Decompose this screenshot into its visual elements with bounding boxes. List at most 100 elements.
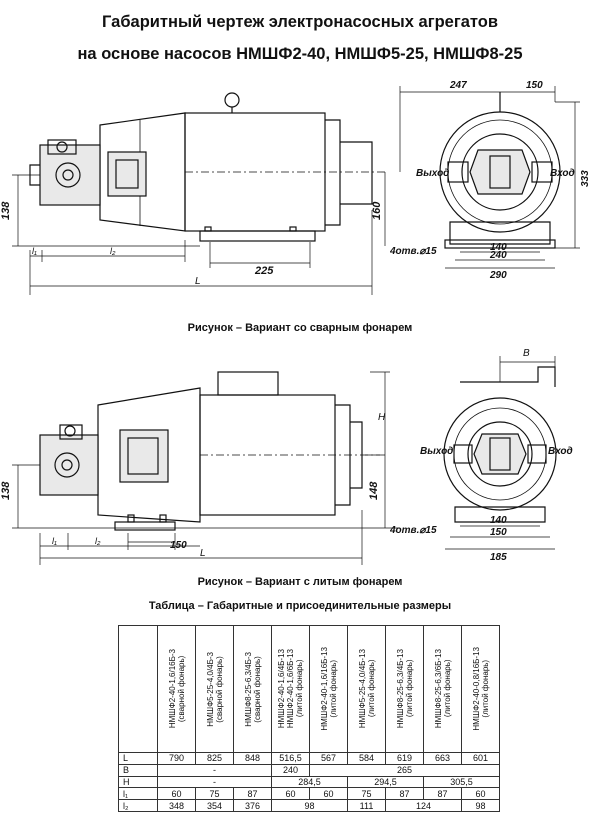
table-cell: 87: [423, 787, 462, 801]
table-cell: -: [157, 763, 272, 777]
table-cell: 284,5: [271, 775, 348, 789]
table-cell: 790: [157, 752, 196, 765]
table-cell: 60: [271, 787, 310, 801]
table-cell: 516,5: [271, 752, 310, 765]
fig2-inlet-label: Вход: [548, 446, 573, 457]
table-cell: 348: [157, 799, 196, 812]
table-col-header: НМШФ8-25-6,3/4Б-3 (сварной фонарь): [233, 625, 272, 753]
col-header-text: НМШФ2-40-1,6/16Б-3 (сварной фонарь): [167, 649, 186, 729]
table-col-header: НМШФ8-25-6,3/4Б-13 (литой фонарь): [385, 625, 424, 753]
table-cell: 619: [385, 752, 424, 765]
table-cell: 354: [195, 799, 234, 812]
table-cell: 87: [233, 787, 272, 801]
table-row-label: H: [118, 775, 158, 789]
col-header-text: НМШФ8-25-6,3/6Б-13 (литой фонарь): [433, 649, 452, 729]
table-cell: 305,5: [423, 775, 500, 789]
fig1-dim-l2: l₂: [110, 246, 116, 256]
table-cell: 75: [195, 787, 234, 801]
figure2-side-view: 138 148 H l₁ l₂ 150 L: [0, 371, 400, 565]
table-cell: 75: [347, 787, 386, 801]
document-title-line-2: на основе насосов НМШФ2-40, НМШФ5-25, НМ…: [77, 45, 523, 63]
fig2-dim-H: H: [378, 412, 386, 423]
table-col-header: НМШФ8-25-6,3/6Б-13 (литой фонарь): [423, 625, 462, 753]
fig2-outlet-label: Выход: [420, 446, 453, 457]
fig1-dim-290: 290: [489, 270, 507, 281]
fig1-dim-l1: l₁: [32, 246, 37, 256]
fig2-dim-150a: 150: [170, 540, 187, 551]
table-col-header: НМШФ5-25-4,0/4Б-13 (литой фонарь): [347, 625, 386, 753]
fig2-dim-L: L: [200, 548, 206, 559]
table-cell: 825: [195, 752, 234, 765]
fig2-dim-140: 140: [490, 515, 507, 526]
col-header-text: НМШФ5-25-4,0/4Б-13 (литой фонарь): [357, 649, 376, 729]
table-cell: 98: [461, 799, 500, 812]
fig1-dim-160: 160: [371, 201, 383, 220]
fig1-dim-225: 225: [254, 265, 274, 277]
figure2-front-view: B 140 150 185 Выход Вход 4отв.⌀15: [390, 348, 573, 563]
table-cell: 567: [309, 752, 348, 765]
fig1-inlet-label: Вход: [550, 168, 575, 179]
table-cell: 601: [461, 752, 500, 765]
col-header-text: НМШФ5-25-4,0/4Б-3 (сварной фонарь): [205, 651, 224, 727]
fig2-dim-B: B: [523, 348, 530, 359]
fig1-dim-L: L: [195, 276, 201, 287]
fig1-dim-150: 150: [526, 80, 543, 91]
col-header-text: НМШФ2-40-1,6/16Б-13 (литой фонарь): [319, 647, 338, 731]
table-row-label: l₁: [118, 787, 158, 801]
fig2-holes-label: 4отв.⌀15: [390, 525, 437, 536]
fig1-outlet-label: Выход: [416, 168, 449, 179]
table-cell: 98: [271, 799, 348, 812]
table-cell: 265: [309, 763, 500, 777]
table-col-header: НМШФ2-40-0,8/16Б-13 (литой фонарь): [461, 625, 500, 753]
col-header-text: НМШФ2-40-0,8/16Б-13 (литой фонарь): [471, 647, 490, 731]
fig2-dim-l2: l₂: [95, 536, 101, 546]
table-cell: -: [157, 775, 272, 789]
table-corner-cell: [118, 625, 158, 753]
table-cell: 663: [423, 752, 462, 765]
figure1-caption: Рисунок – Вариант со сварным фонарем: [187, 322, 413, 334]
fig1-dim-247: 247: [449, 80, 467, 91]
fig2-dim-148: 148: [368, 481, 380, 500]
table-cell: 60: [309, 787, 348, 801]
table-cell: 376: [233, 799, 272, 812]
table-row-label: L: [118, 752, 158, 765]
fig2-dim-138: 138: [0, 481, 12, 500]
table-caption: Таблица – Габаритные и присоединительные…: [148, 600, 452, 612]
fig2-dim-185: 185: [490, 552, 507, 563]
col-header-text: НМШФ2-40-1,6/4Б-13 НМШФ2-40-1,6/6Б-13 (л…: [277, 649, 304, 729]
fig1-holes-label: 4отв.⌀15: [390, 246, 437, 257]
table-cell: 848: [233, 752, 272, 765]
table-header-row: НМШФ2-40-1,6/16Б-3 (сварной фонарь) НМШФ…: [118, 625, 500, 753]
table-row-label: l₂: [118, 799, 158, 812]
table-cell: 294,5: [347, 775, 424, 789]
table-row-label: B: [118, 763, 158, 777]
document-title-line-1: Габаритный чертеж электронасосных агрега…: [102, 13, 498, 31]
figure1-side-view: 138 160 225 l₁ l₂ L: [0, 92, 386, 295]
col-header-text: НМШФ8-25-6,3/4Б-13 (литой фонарь): [395, 649, 414, 729]
table-cell: 584: [347, 752, 386, 765]
table-cell: 240: [271, 763, 310, 777]
figure1-front-view: 247 150 333 140 240 290 Выход Вход 4отв.…: [390, 80, 591, 281]
dimensions-table: НМШФ2-40-1,6/16Б-3 (сварной фонарь) НМШФ…: [118, 625, 500, 812]
fig2-dim-150: 150: [490, 527, 507, 538]
fig1-dim-240: 240: [489, 250, 507, 261]
fig1-dim-140: 140: [490, 242, 507, 253]
table-cell: 60: [157, 787, 196, 801]
table-col-header: НМШФ2-40-1,6/16Б-3 (сварной фонарь): [157, 625, 196, 753]
table-col-header: НМШФ2-40-1,6/16Б-13 (литой фонарь): [309, 625, 348, 753]
table-col-header: НМШФ5-25-4,0/4Б-3 (сварной фонарь): [195, 625, 234, 753]
fig1-dim-333: 333: [580, 170, 591, 187]
table-col-header: НМШФ2-40-1,6/4Б-13 НМШФ2-40-1,6/6Б-13 (л…: [271, 625, 310, 753]
figure2-caption: Рисунок – Вариант с литым фонарем: [197, 576, 403, 588]
table-cell: 60: [461, 787, 500, 801]
table-cell: 111: [347, 799, 386, 812]
fig1-dim-138: 138: [0, 201, 12, 220]
table-cell: 87: [385, 787, 424, 801]
table-cell: 124: [385, 799, 462, 812]
